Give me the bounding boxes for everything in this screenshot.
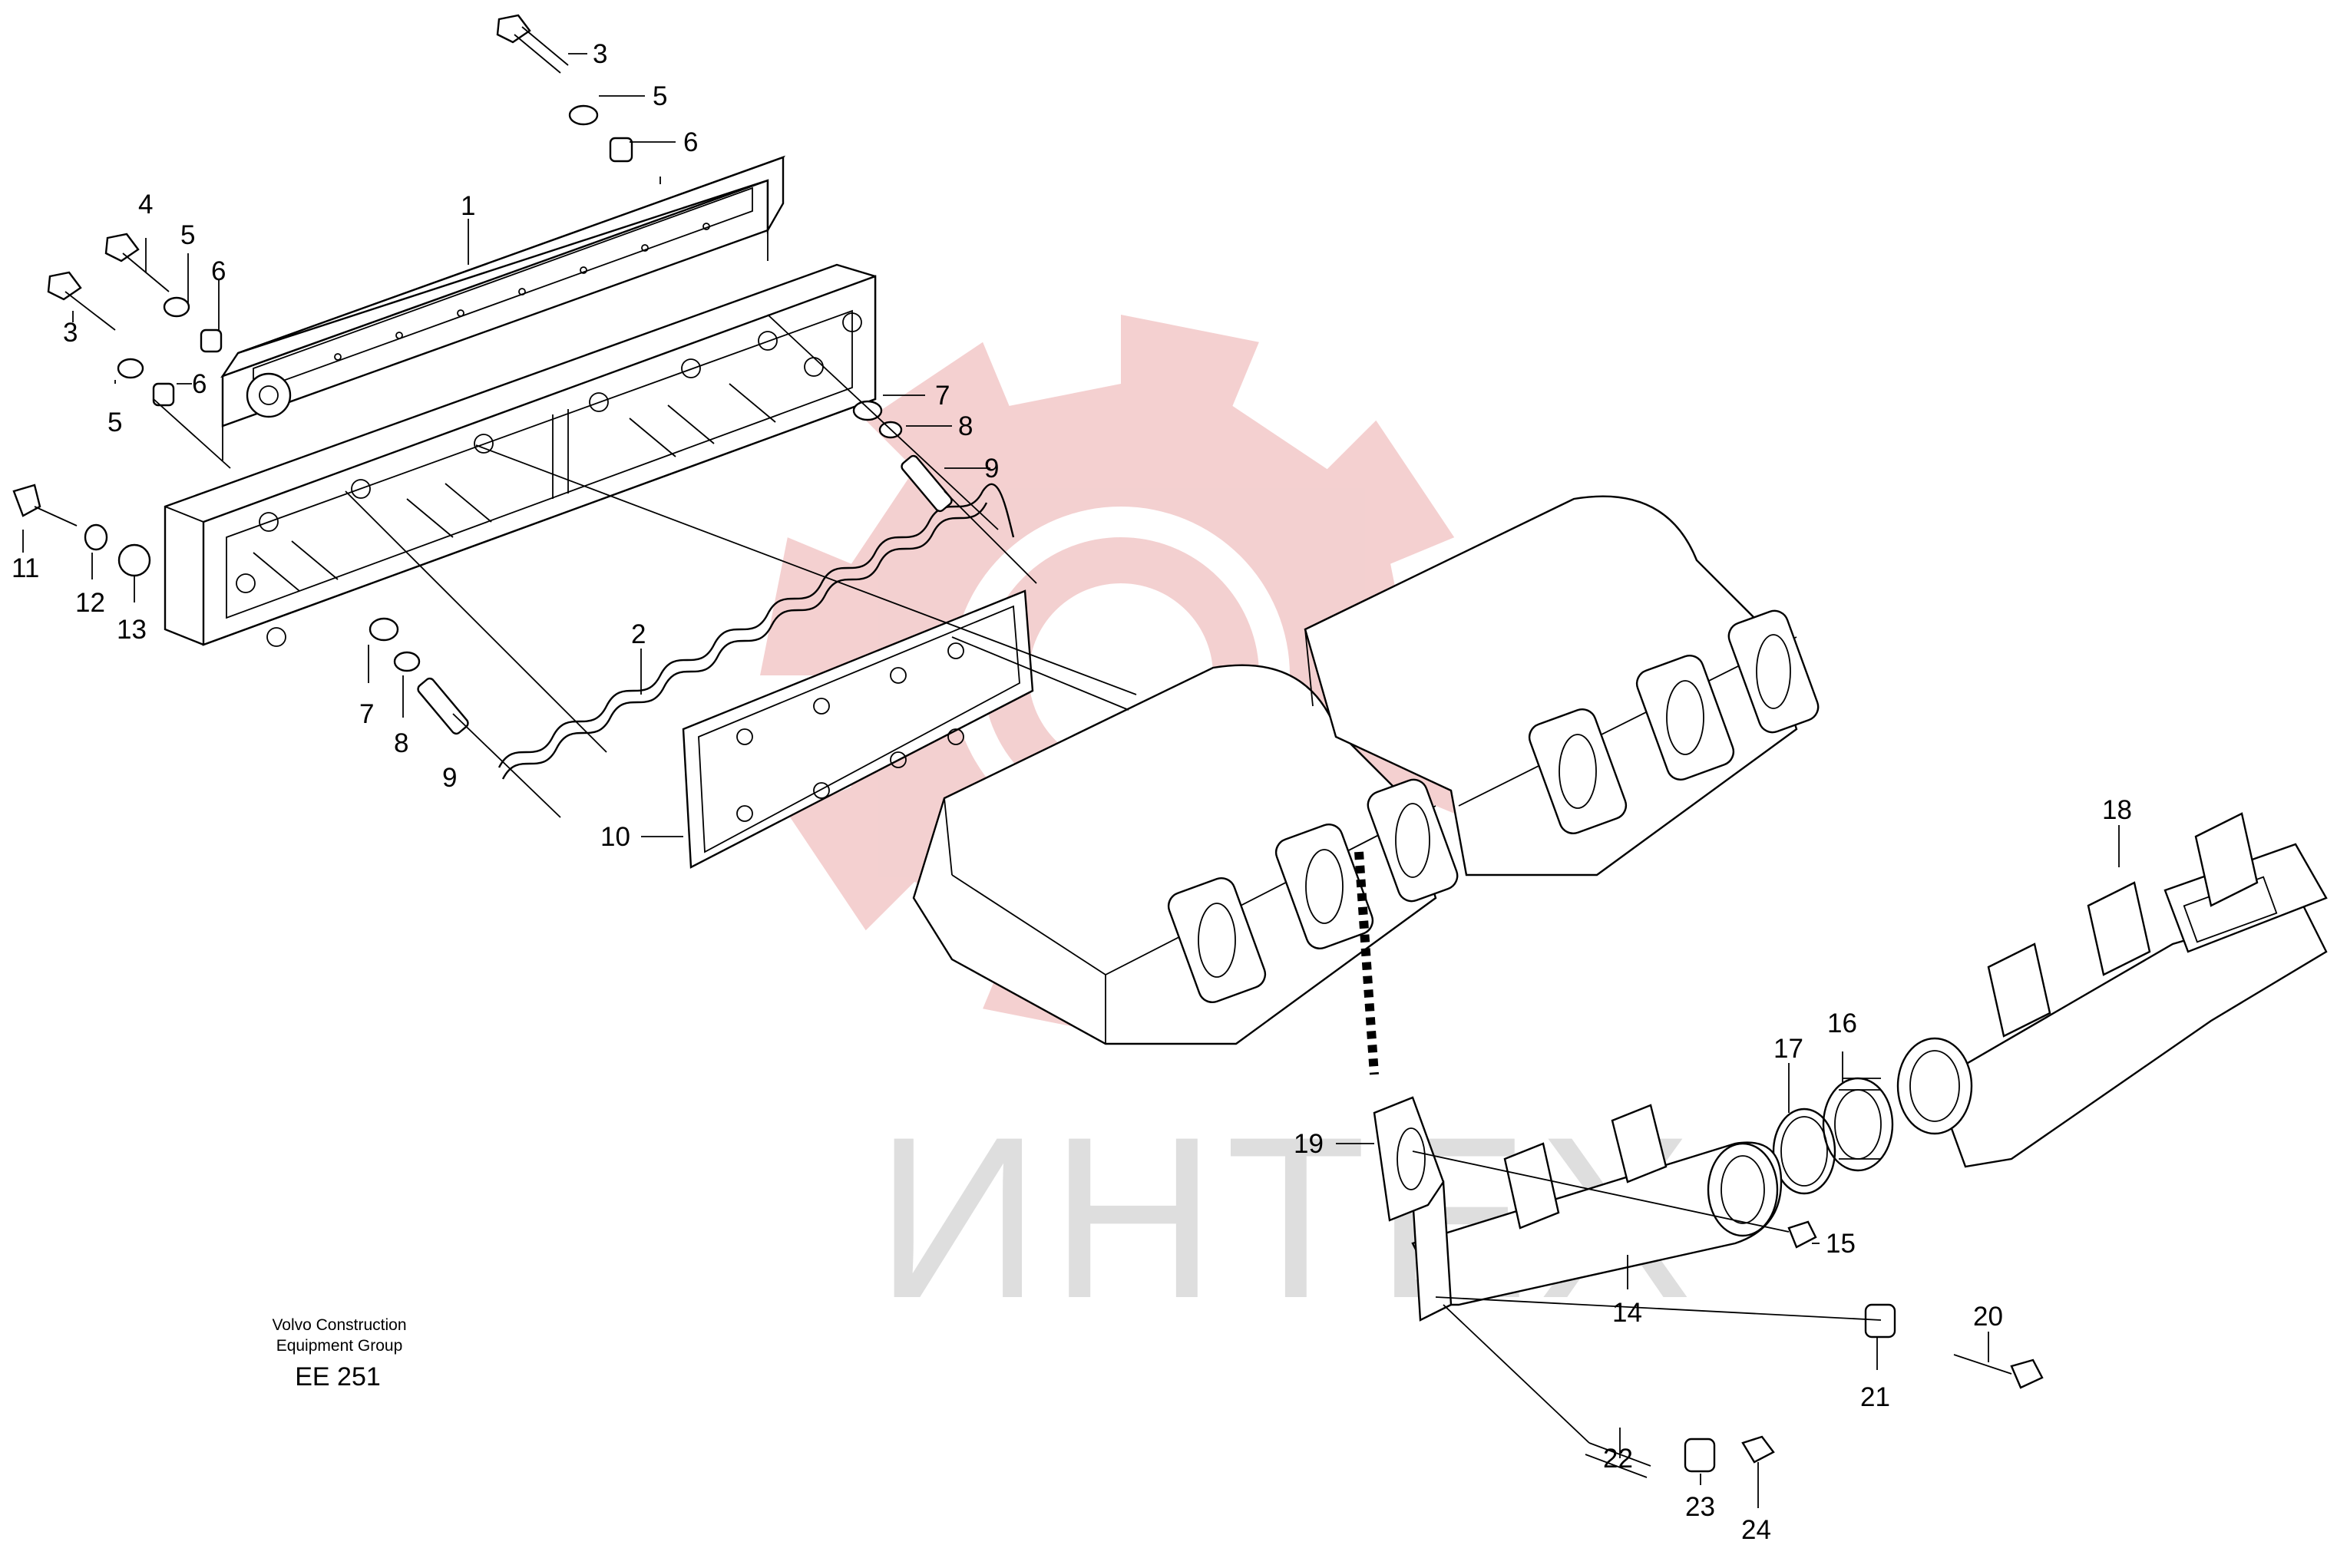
callout-5: 5 [107,408,122,437]
callout-23: 23 [1685,1492,1715,1522]
callout-5: 5 [653,81,667,111]
callout-6: 6 [192,369,207,399]
callout-9: 9 [984,454,999,484]
assembly-lines [153,177,1882,1444]
exhaust-manifold-front [912,664,1459,1045]
callout-leaders [22,53,2120,1508]
callout-15: 15 [1826,1229,1856,1259]
exhaust-pipe-front [1411,1104,1783,1322]
callout-13: 13 [117,615,147,645]
callout-4: 4 [138,190,153,220]
callout-24: 24 [1741,1515,1771,1545]
callout-2: 2 [631,619,646,649]
exhaust-pipe-rear [1933,812,2328,1168]
piston-ring [1772,1108,1836,1195]
callout-7: 7 [359,699,374,729]
callout-3: 3 [63,318,78,348]
callout-14: 14 [1612,1298,1642,1328]
callout-19: 19 [1294,1129,1324,1159]
sealing-ring [1822,1077,1894,1172]
fasteners [12,14,2044,1478]
caption-code: EE 251 [295,1362,381,1391]
callout-9: 9 [442,763,457,793]
callout-21: 21 [1860,1382,1890,1412]
callout-22: 22 [1603,1444,1633,1474]
callout-11: 11 [12,553,39,583]
caption-company: Volvo Construction [272,1316,406,1334]
sleeve [1896,1037,1973,1135]
callout-3: 3 [593,39,607,69]
callout-20: 20 [1973,1302,2003,1332]
inlet-cover [220,155,786,460]
callout-labels: 3 5 6 1 4 5 6 3 5 6 7 8 9 11 12 13 2 7 8… [12,39,2132,1545]
callout-8: 8 [394,728,408,758]
callout-16: 16 [1827,1008,1857,1038]
intake-manifold-housing [164,263,877,647]
callout-6: 6 [683,127,698,157]
callout-17: 17 [1773,1034,1803,1064]
drawing-caption: Volvo Construction Equipment Group EE 25… [272,1316,406,1391]
callout-7: 7 [935,381,950,411]
caption-group: Equipment Group [276,1337,403,1355]
callout-6: 6 [211,256,226,286]
exhaust-manifold-rear [1304,495,1820,876]
callout-10: 10 [600,822,630,852]
callout-8: 8 [958,411,973,441]
flange-gasket [1373,1096,1445,1222]
callout-12: 12 [75,588,105,618]
callout-5: 5 [180,220,195,250]
gasket [682,589,1034,869]
callout-1: 1 [461,191,475,221]
callout-18: 18 [2102,795,2132,825]
